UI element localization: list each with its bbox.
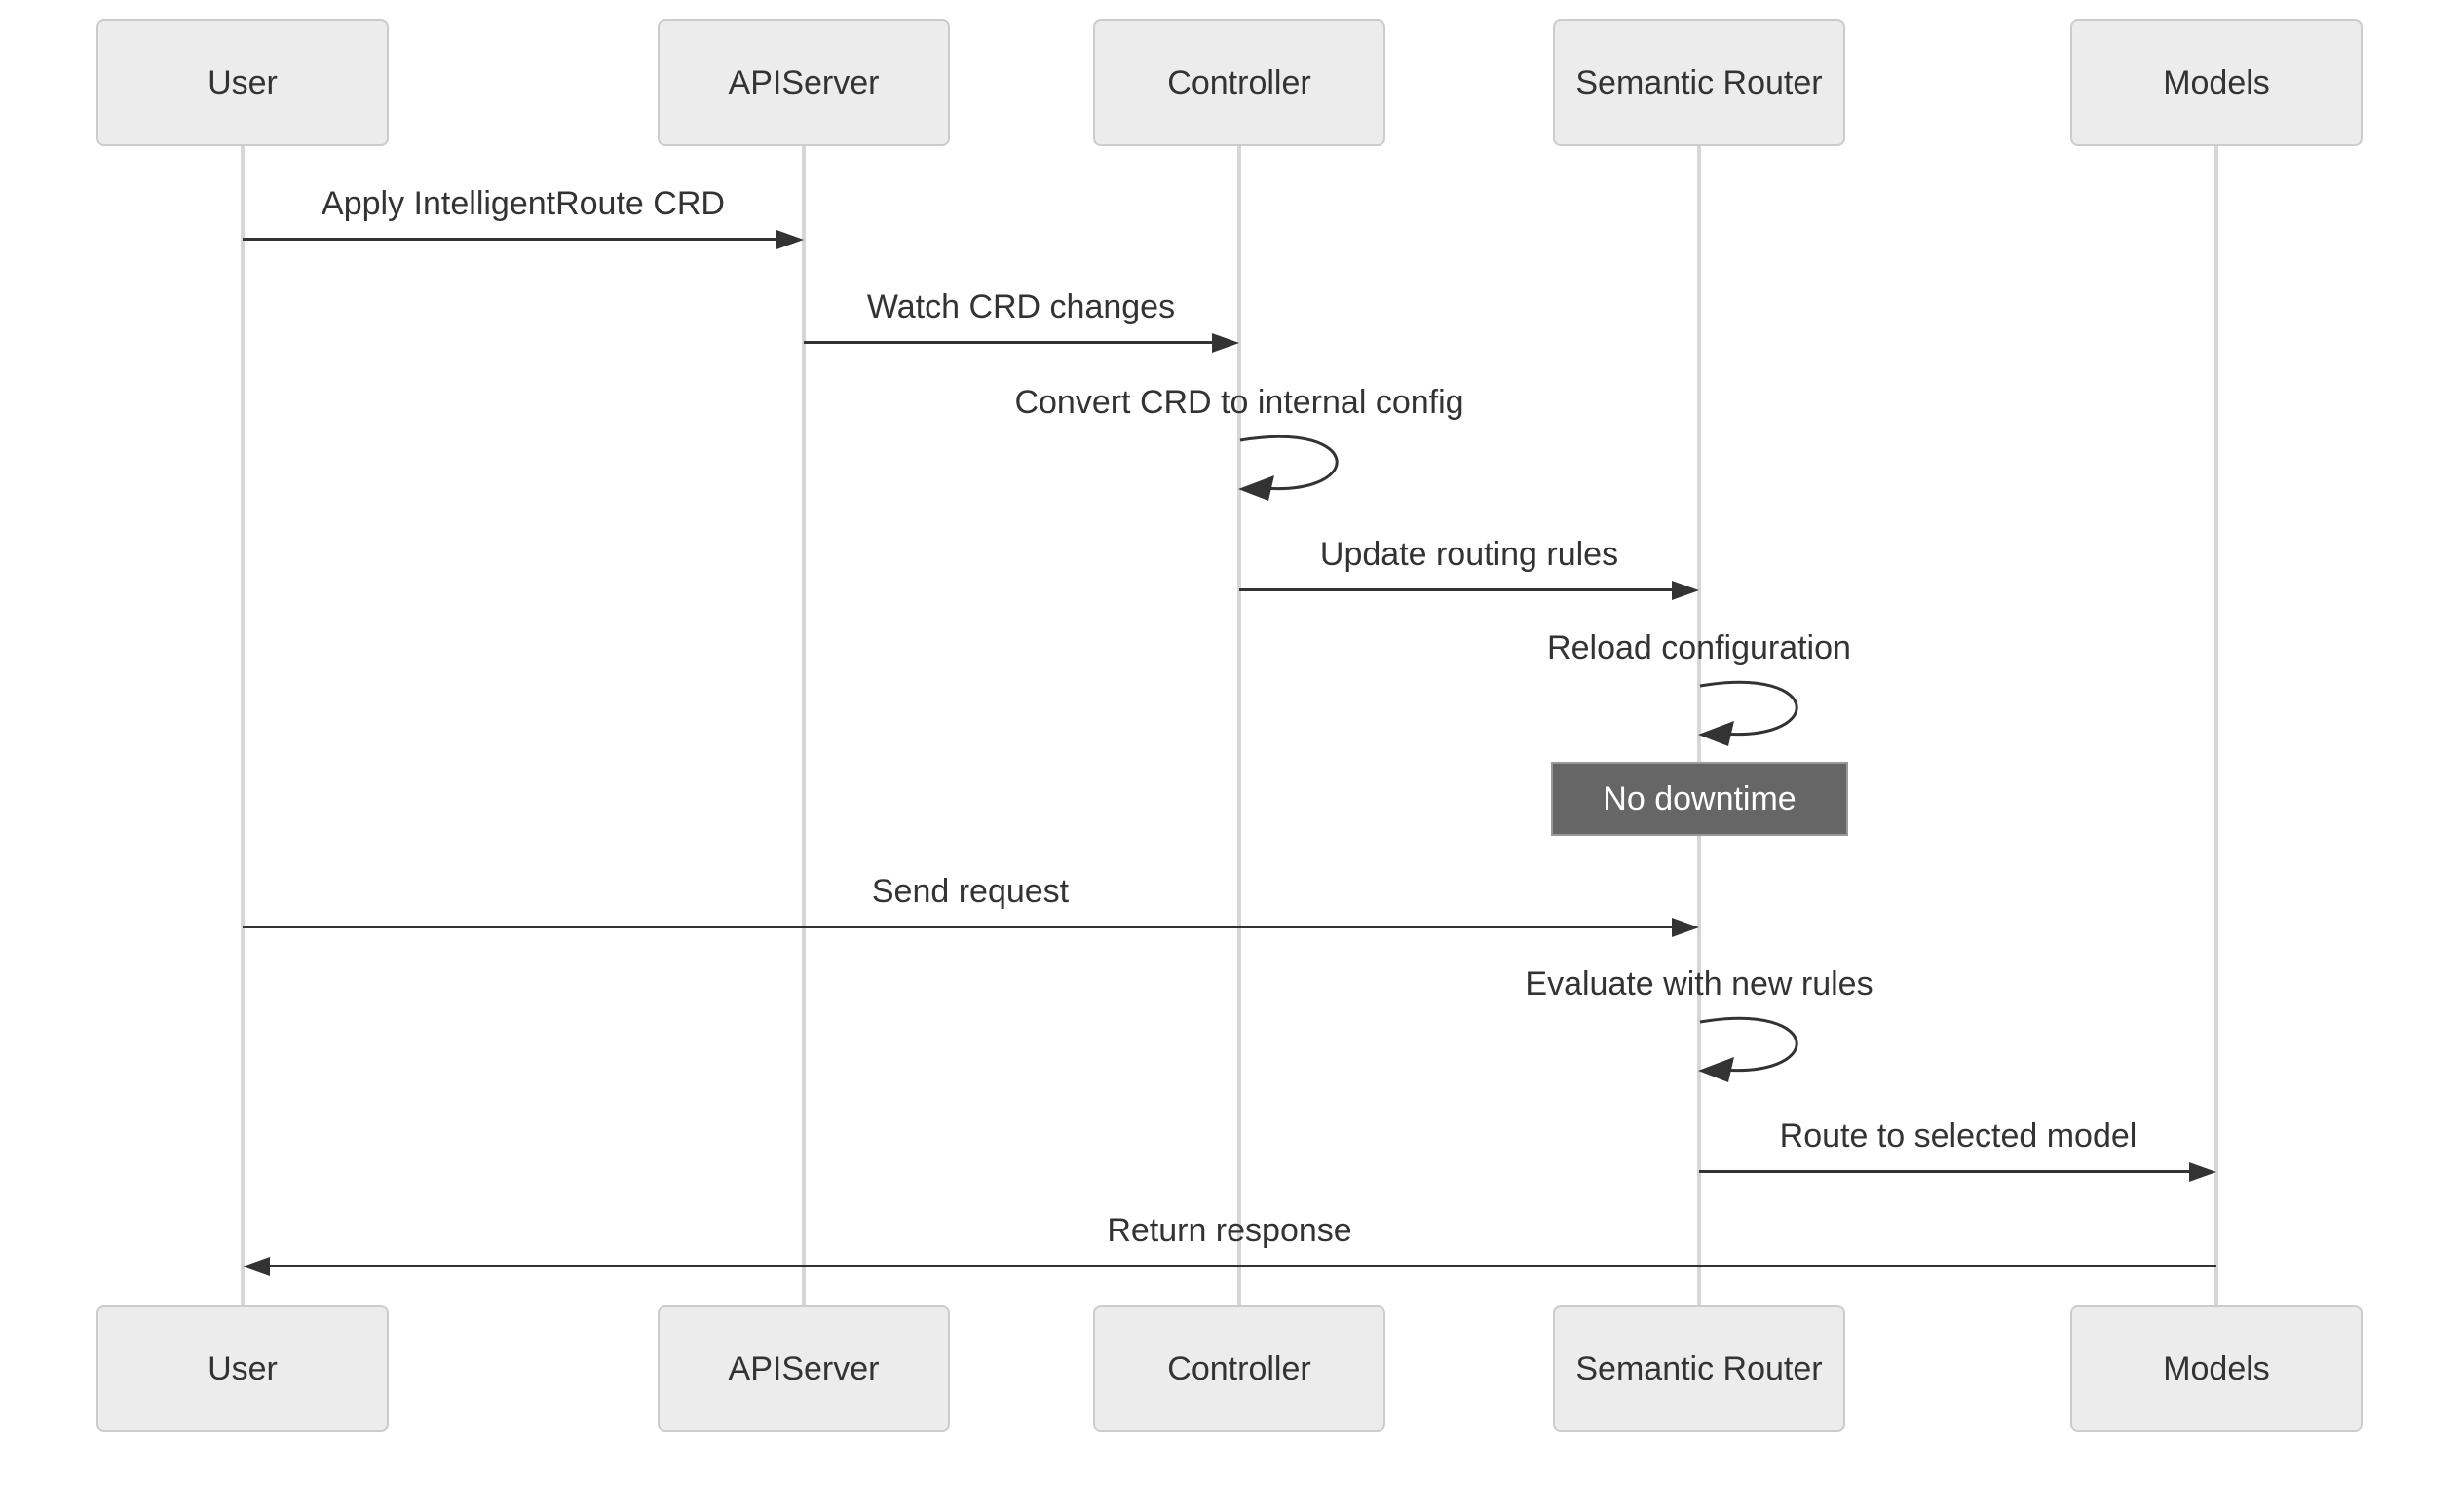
lifeline-semantic-router xyxy=(1697,146,1701,1305)
actor-box-semantic-router-top: Semantic Router xyxy=(1553,19,1845,146)
actor-label-semantic-router: Semantic Router xyxy=(1575,1349,1823,1387)
arrowhead-right-icon xyxy=(1212,333,1239,353)
self-loop-arrow xyxy=(1238,435,1339,501)
message-label: Convert CRD to internal config xyxy=(1014,384,1464,421)
actor-box-apiserver-top: APIServer xyxy=(658,19,950,146)
actor-label-semantic-router: Semantic Router xyxy=(1575,63,1823,101)
message-arrow-line xyxy=(243,238,778,241)
actor-label-controller: Controller xyxy=(1167,63,1311,101)
lifeline-models xyxy=(2214,146,2218,1305)
message-arrow-line xyxy=(1239,588,1672,591)
self-loop-arrow xyxy=(1698,680,1798,746)
actor-label-apiserver: APIServer xyxy=(728,63,880,101)
actor-box-models-top: Models xyxy=(2070,19,2363,146)
actor-label-user: User xyxy=(208,1349,278,1387)
message-label: Watch CRD changes xyxy=(866,288,1176,325)
lifeline-apiserver xyxy=(802,146,806,1305)
message-label: Reload configuration xyxy=(1547,629,1851,666)
actor-label-models: Models xyxy=(2163,1349,2270,1387)
actor-box-semantic-router-bottom: Semantic Router xyxy=(1553,1305,1845,1432)
lifeline-user xyxy=(241,146,245,1305)
actor-box-models-bottom: Models xyxy=(2070,1305,2363,1432)
arrowhead-right-icon xyxy=(1672,918,1699,937)
message-arrow-line xyxy=(243,926,1672,928)
message-label: Update routing rules xyxy=(1319,536,1619,573)
message-arrow-line xyxy=(1699,1170,2189,1173)
actor-box-controller-top: Controller xyxy=(1093,19,1385,146)
lifeline-controller xyxy=(1237,146,1241,1305)
message-arrow-line xyxy=(804,341,1214,344)
actor-box-apiserver-bottom: APIServer xyxy=(658,1305,950,1432)
actor-box-controller-bottom: Controller xyxy=(1093,1305,1385,1432)
arrowhead-right-icon xyxy=(1672,581,1699,600)
message-label: Route to selected model xyxy=(1779,1117,2137,1154)
actor-label-models: Models xyxy=(2163,63,2270,101)
actor-box-user-bottom: User xyxy=(96,1305,389,1432)
actor-label-controller: Controller xyxy=(1167,1349,1311,1387)
note-box: No downtime xyxy=(1551,762,1848,836)
actor-box-user-top: User xyxy=(96,19,389,146)
arrowhead-right-icon xyxy=(776,230,804,249)
message-arrow-line xyxy=(268,1265,2216,1267)
message-label: Send request xyxy=(871,873,1070,910)
note-label: No downtime xyxy=(1603,779,1797,817)
message-label: Evaluate with new rules xyxy=(1525,965,1873,1002)
message-label: Return response xyxy=(1107,1212,1352,1249)
actor-label-user: User xyxy=(208,63,278,101)
actor-label-apiserver: APIServer xyxy=(728,1349,880,1387)
arrowhead-right-icon xyxy=(2189,1162,2216,1182)
self-loop-arrow xyxy=(1698,1016,1798,1082)
message-label: Apply IntelligentRoute CRD xyxy=(322,185,725,222)
arrowhead-left-icon xyxy=(243,1257,270,1276)
